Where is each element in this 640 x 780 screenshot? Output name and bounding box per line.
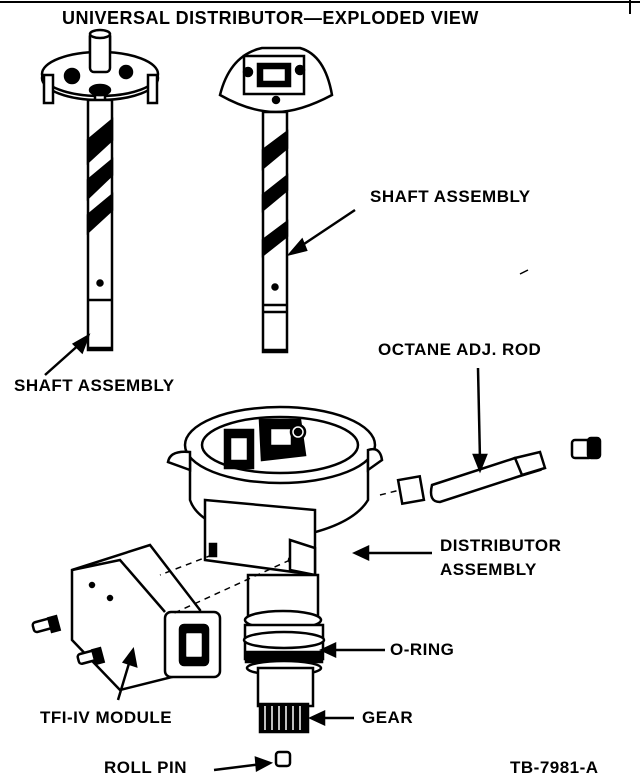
alignment-lines	[159, 489, 401, 616]
module-screws	[31, 614, 106, 666]
label-roll-pin: ROLL PIN	[104, 758, 188, 777]
label-gear: GEAR	[362, 708, 414, 727]
label-shaft-assembly-right: SHAFT ASSEMBLY	[370, 187, 531, 206]
tfi-iv-module	[70, 543, 222, 692]
left-shaft-assembly	[40, 28, 160, 352]
label-octane-adj-rod: OCTANE ADJ. ROD	[378, 340, 542, 359]
figure-id: TB-7981-A	[510, 758, 599, 777]
label-distributor-assembly: ASSEMBLY	[440, 560, 537, 579]
roll-pin-part	[274, 750, 292, 768]
label-shaft-assembly-left: SHAFT ASSEMBLY	[14, 376, 175, 395]
label-o-ring: O-RING	[390, 640, 455, 659]
label-distributor: DISTRIBUTOR	[440, 536, 562, 555]
label-tfi-iv-module: TFI-IV MODULE	[40, 708, 173, 727]
right-shaft-assembly	[218, 46, 334, 354]
diagram-title: UNIVERSAL DISTRIBUTOR—EXPLODED VIEW	[62, 8, 479, 28]
leader-arrows	[44, 208, 488, 773]
octane-adj-rod	[396, 436, 602, 506]
stray-mark	[519, 269, 529, 275]
distributor-assembly	[166, 405, 384, 734]
